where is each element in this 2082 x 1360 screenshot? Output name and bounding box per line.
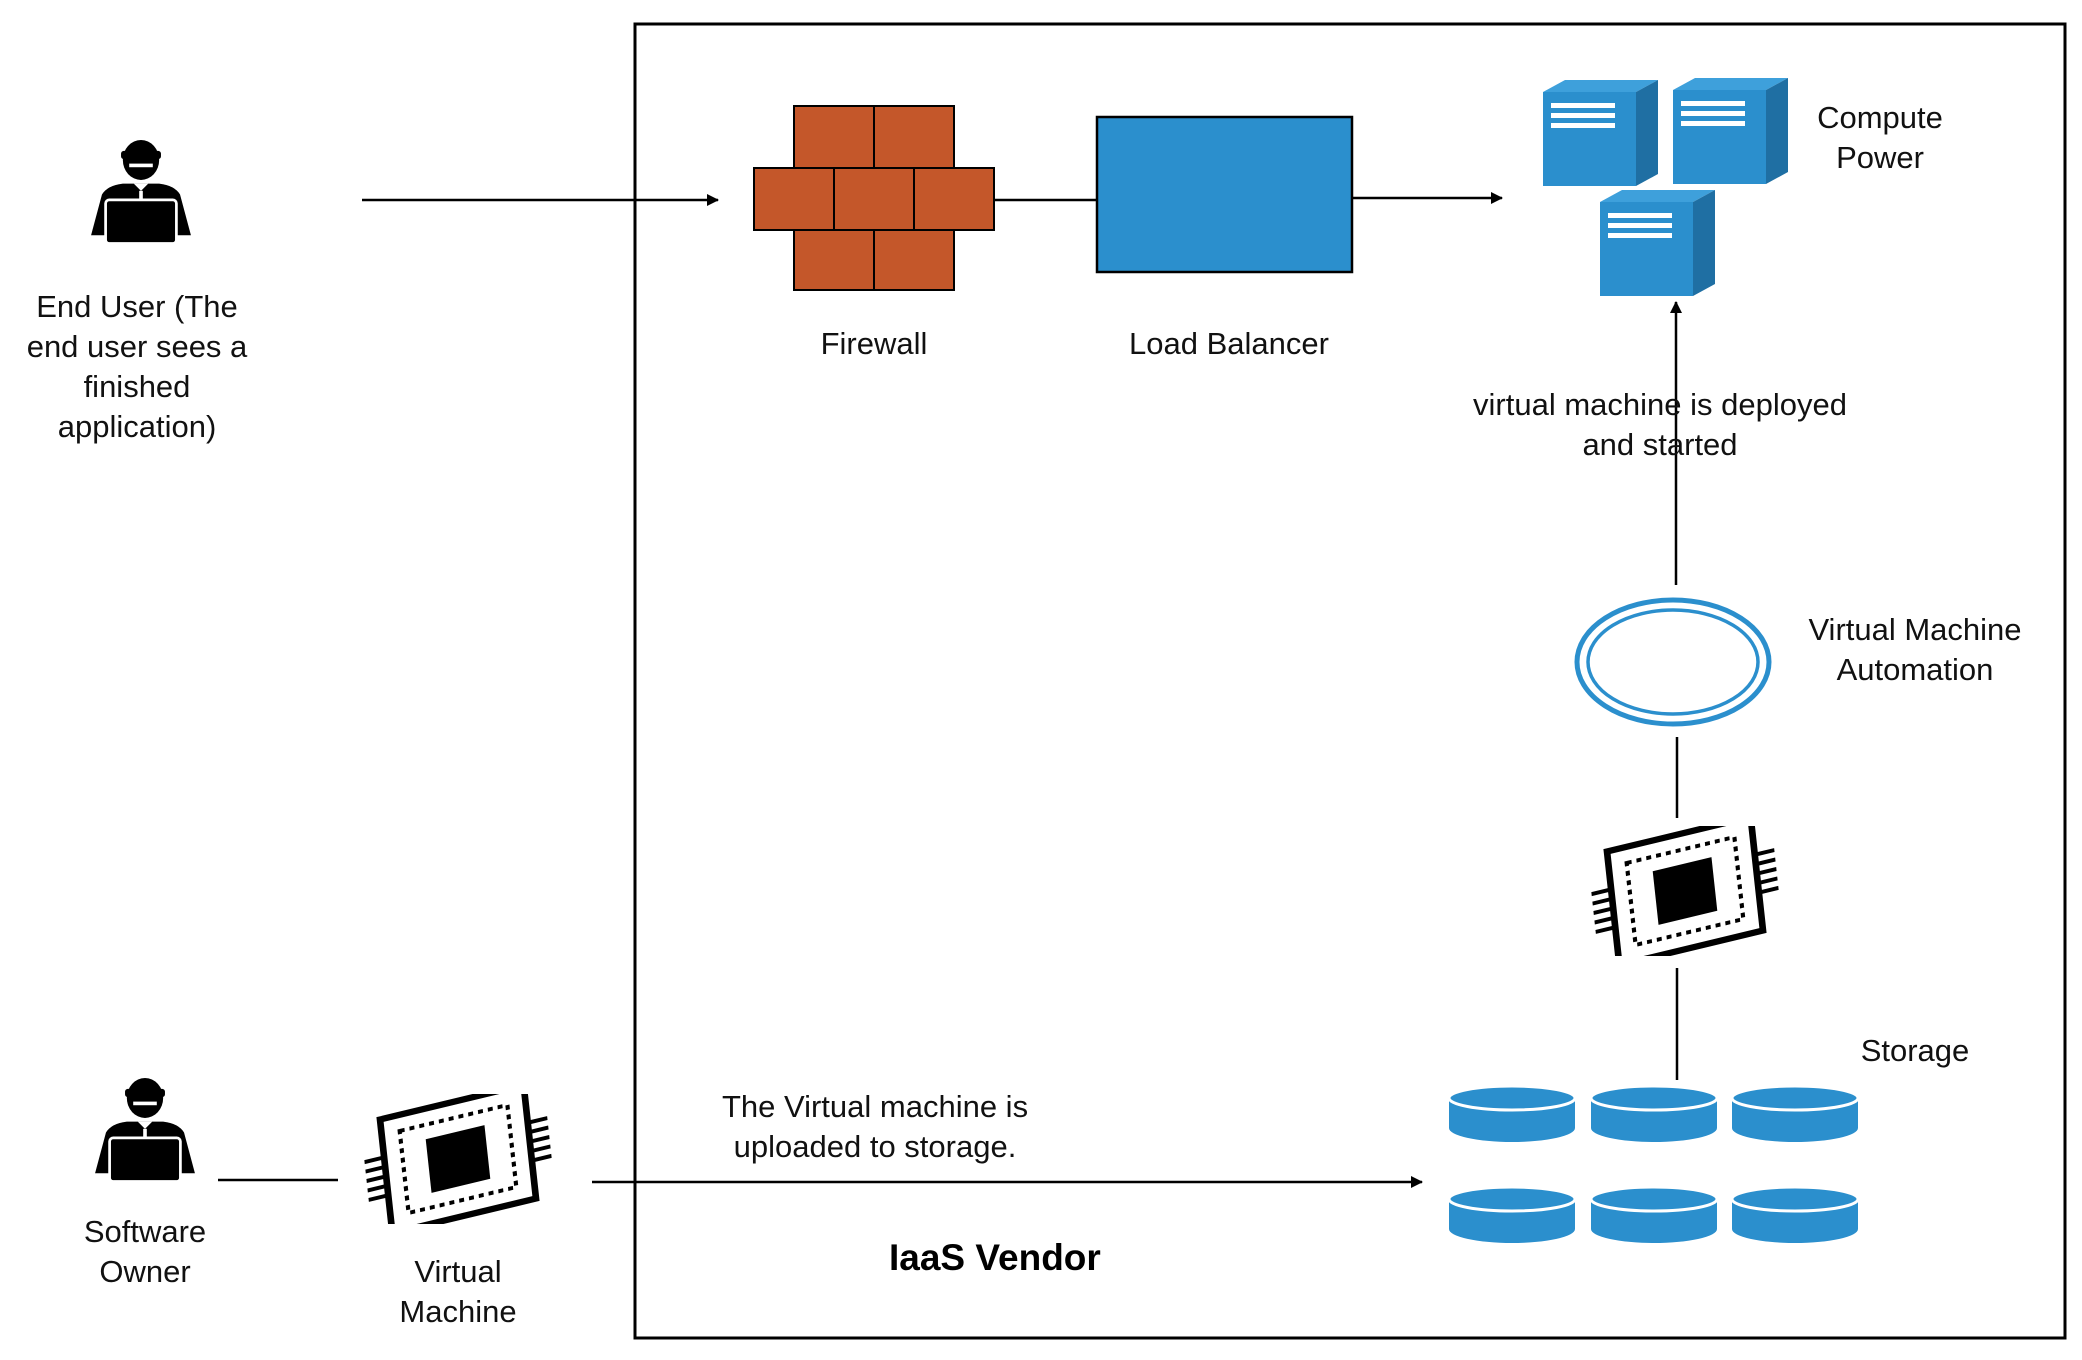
virtual-machine-chip-icon: [360, 1080, 555, 1238]
vm-automation-label: Virtual Machine Automation: [1808, 612, 2022, 687]
end-user-icon: [89, 140, 193, 249]
firewall-brick-wall-icon: [753, 105, 995, 291]
storage-label: Storage: [1860, 1033, 1970, 1068]
storage-disk-icon: [1447, 1185, 1577, 1245]
vendor-vm-chip-icon: [1587, 812, 1782, 970]
end-user-label: End User (The end user sees a finished a…: [26, 289, 248, 444]
software-owner-label: Software Owner: [83, 1214, 207, 1289]
server-icon: [1543, 80, 1658, 186]
server-icon: [1673, 78, 1788, 184]
deploy-note-label: virtual machine is deployed and started: [1473, 387, 1847, 462]
storage-disk-icon: [1589, 1084, 1719, 1144]
storage-disk-icon: [1730, 1084, 1860, 1144]
compute-power-label: Compute Power: [1817, 100, 1943, 175]
virtual-machine-label: Virtual Machine: [399, 1254, 517, 1329]
vm-automation-ring-icon: [1574, 597, 1772, 727]
firewall-label: Firewall: [820, 326, 928, 361]
load-balancer-box-icon: [1095, 115, 1354, 274]
software-owner-icon: [93, 1078, 197, 1187]
iaas-vendor-title: IaaS Vendor: [889, 1237, 1101, 1278]
storage-disk-icon: [1730, 1185, 1860, 1245]
load-balancer-label: Load Balancer: [1129, 326, 1329, 361]
iaas-vendor-boundary: [633, 22, 2067, 1340]
storage-disk-icon: [1447, 1084, 1577, 1144]
server-icon: [1600, 190, 1715, 296]
upload-note-label: The Virtual machine is uploaded to stora…: [721, 1089, 1029, 1164]
storage-disk-icon: [1589, 1185, 1719, 1245]
